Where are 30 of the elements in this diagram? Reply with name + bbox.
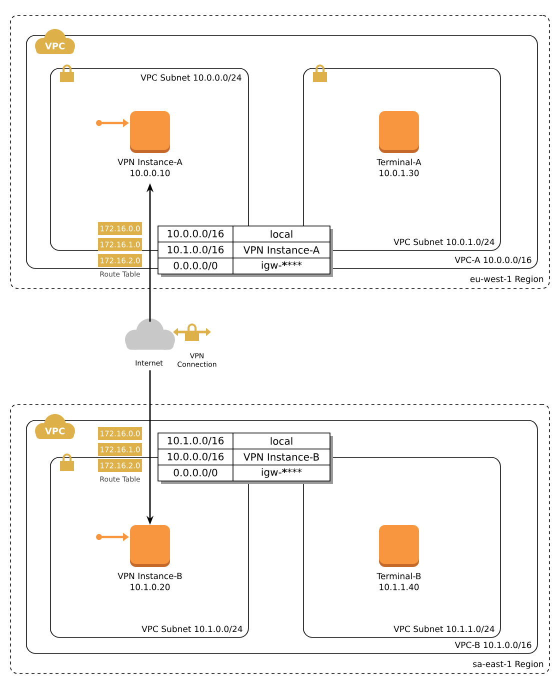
table-cell: 10.0.0.0/16	[168, 230, 224, 238]
table-cell: VPN Instance-B	[244, 453, 319, 461]
instance-label: Terminal-A	[376, 158, 422, 166]
table-cell: local	[270, 437, 292, 445]
table-cell: 10.1.0.0/16	[168, 246, 224, 254]
ip-address: 10.0.1.30	[380, 170, 419, 176]
table-cell: 10.1.0.0/16	[168, 436, 224, 446]
ip-address: 10.0.0.10	[130, 170, 170, 176]
table-cell: igw-****	[262, 261, 302, 271]
vpc-label: VPC-A 10.0.0.0/16	[454, 256, 532, 264]
table-cell: 10.0.0.0/16	[168, 452, 224, 462]
instance-label: Terminal-B	[376, 572, 421, 580]
instance-label: VPN Instance-A	[118, 158, 182, 166]
vpc-label: VPC-B 10.1.0.0/16	[454, 642, 532, 649]
ip-address: 10.1.1.40	[380, 584, 419, 590]
table-cell: local	[270, 230, 292, 238]
table-cell: VPN Instance-A	[243, 246, 320, 254]
subnet-label: VPC Subnet 10.0.1.0/24	[394, 238, 494, 246]
subnet-label: VPC Subnet 10.1.0.0/24	[142, 626, 242, 633]
ip-address: 10.1.0.20	[130, 584, 170, 590]
subnet-label: VPC Subnet 10.0.0.0/24	[140, 74, 242, 82]
table-cell: 0.0.0.0/0	[174, 468, 218, 478]
region-label: sa-east-1 Region	[473, 660, 544, 669]
instance-label: VPN Instance-B	[118, 572, 182, 580]
vpc-badge: VPC	[35, 29, 75, 54]
vpc-badge: VPC	[35, 414, 75, 439]
table-cell: 0.0.0.0/0	[174, 262, 218, 270]
table-cell: igw-****	[262, 468, 302, 478]
region-label: eu-west-1 Region	[470, 276, 544, 284]
subnet-label: VPC Subnet 10.1.1.0/24	[394, 626, 494, 633]
